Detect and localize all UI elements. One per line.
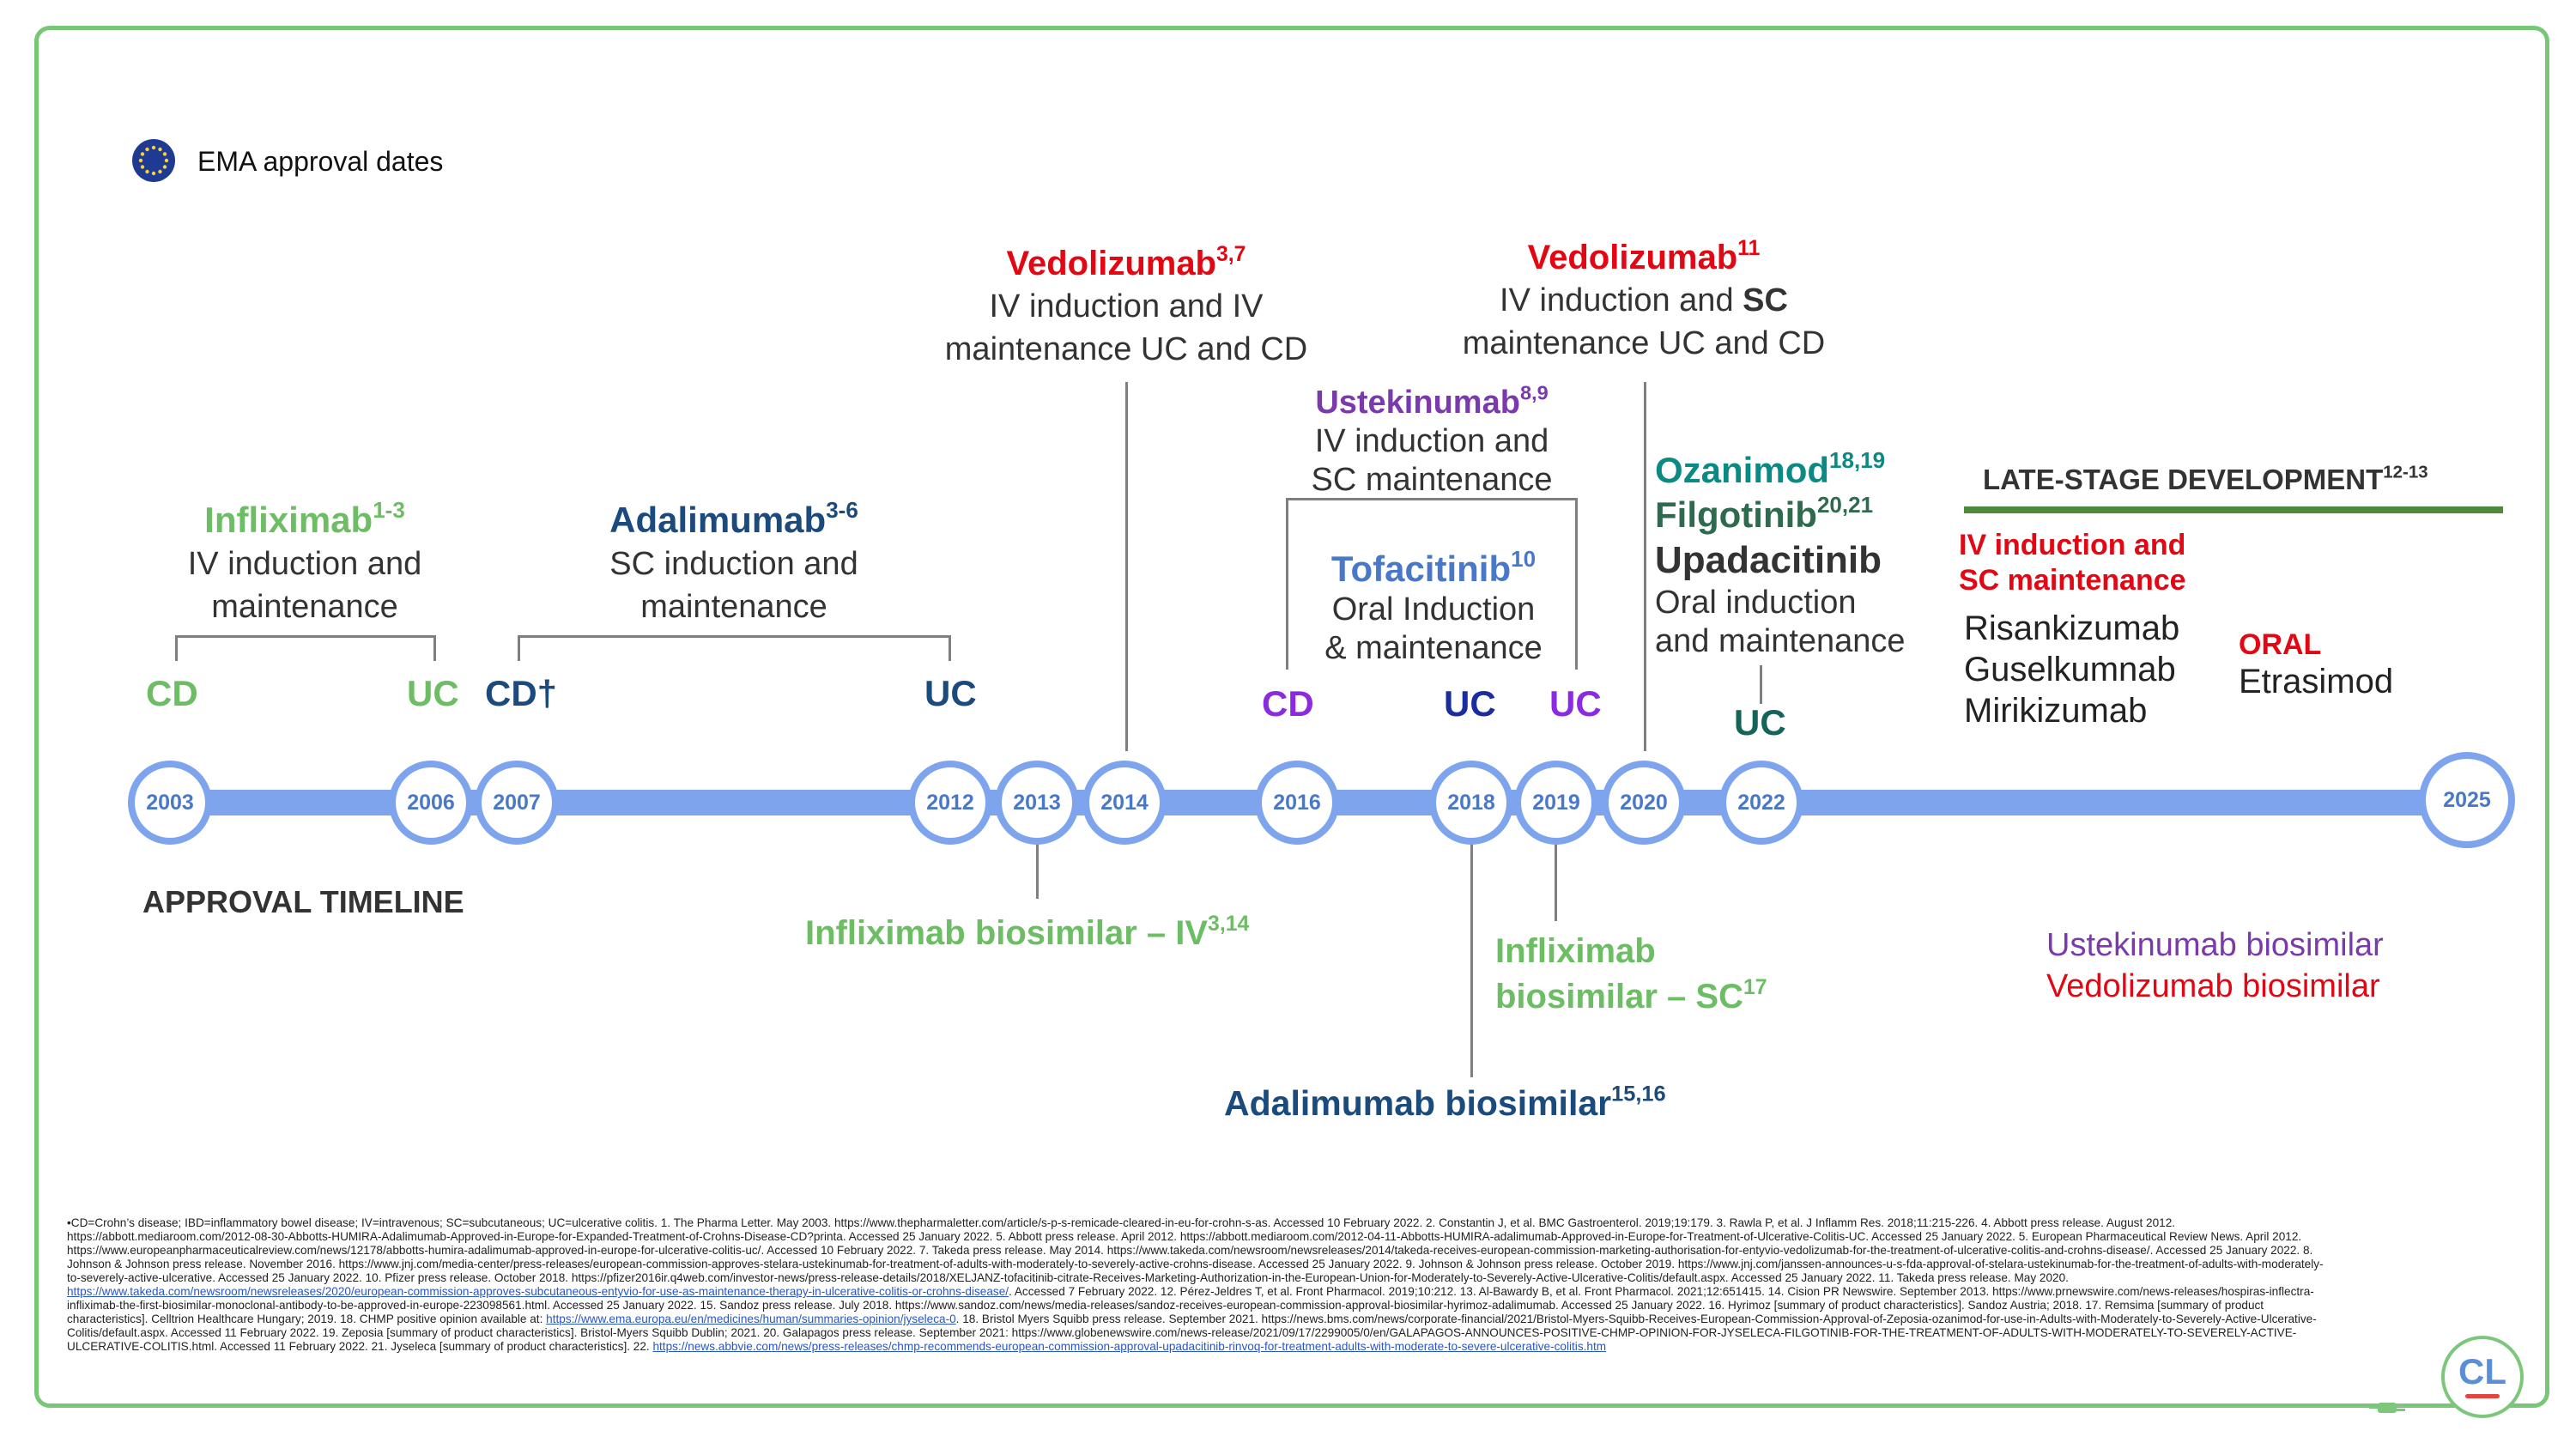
drug-name: Mirikizumab [1964, 692, 2148, 730]
year-2006: 2006 [389, 761, 473, 845]
tag-uc-2019: UC [1549, 683, 1602, 724]
reference-link[interactable]: https://news.abbvie.com/news/press-relea… [652, 1340, 1607, 1353]
refs: 17 [1743, 975, 1767, 999]
late-stage-underline [1964, 506, 2503, 513]
year-2025: 2025 [2419, 752, 2515, 848]
tag-cd-2003: CD [146, 673, 198, 713]
plug-icon [2369, 1399, 2421, 1416]
connector-upadacitinib [1760, 665, 1762, 704]
refs: 1-3 [373, 497, 405, 524]
ustekinumab-block: Ustekinumab8,9 IV induction and SC maint… [1260, 383, 1603, 500]
connector-biosimilar-2019 [1555, 837, 1557, 921]
description-line: maintenance UC and CD [1462, 325, 1826, 361]
drug-name: Vedolizumab [1527, 239, 1738, 276]
drug-name: Ozanimod [1655, 450, 1830, 490]
description-line: SC induction and [609, 546, 858, 582]
late-stage-iv-label: IV induction and SC maintenance [1959, 529, 2186, 597]
year-2003: 2003 [128, 761, 212, 845]
connector-vedolizumab-2020 [1644, 382, 1646, 751]
biosimilar-adalimumab: Adalimumab biosimilar15,16 [1224, 1082, 1666, 1123]
drug-name: Filgotinib [1655, 494, 1817, 535]
tag-uc-2006: UC [407, 673, 459, 713]
late-stage-oral-label: ORAL [2239, 628, 2322, 661]
logo-text: CL [2458, 1351, 2506, 1391]
drug-name: Tofacitinib [1330, 549, 1512, 589]
refs: 3,7 [1216, 242, 1246, 266]
refs: 3,14 [1208, 912, 1250, 936]
biosimilar-infliximab-sc: Infliximab biosimilar – SC17 [1495, 929, 1767, 1020]
tag-uc-2022: UC [1734, 702, 1786, 743]
refs: 12-13 [2383, 462, 2428, 482]
description-line: Oral induction [1655, 585, 1857, 621]
description-line: IV induction and IV [989, 288, 1264, 324]
description-line: IV induction and [187, 546, 422, 582]
drug-name: Etrasimod [2239, 663, 2394, 700]
refs: 15,16 [1611, 1082, 1666, 1106]
description-line: IV induction and [1314, 423, 1549, 459]
refs: 3-6 [826, 497, 858, 524]
tag-cd-2007: CD† [485, 673, 558, 713]
biosimilar-infliximab-iv: Infliximab biosimilar – IV3,14 [805, 912, 1250, 952]
drug-name: Adalimumab [609, 500, 827, 540]
refs: 11 [1737, 236, 1761, 260]
year-2019: 2019 [1514, 761, 1598, 845]
description-line: maintenance UC and CD [944, 331, 1308, 367]
description-line: SC maintenance [1311, 462, 1553, 498]
biosimilar-vedolizumab: Vedolizumab biosimilar [2046, 968, 2380, 1004]
year-2020: 2020 [1602, 761, 1686, 845]
drug-name: Vedolizumab [1006, 245, 1217, 282]
logo: CL [2441, 1336, 2524, 1418]
tag-uc-2018: UC [1444, 683, 1496, 724]
late-stage-title: LATE-STAGE DEVELOPMENT12-13 [1983, 462, 2428, 495]
year-2007: 2007 [475, 761, 559, 845]
year-2014: 2014 [1082, 761, 1167, 845]
year-2022: 2022 [1719, 761, 1803, 845]
logo-underline [2465, 1394, 2500, 1398]
drug-name: Ustekinumab [1315, 385, 1520, 421]
year-2018: 2018 [1429, 761, 1513, 845]
legend-label: EMA approval dates [197, 146, 444, 177]
year-2013: 2013 [995, 761, 1079, 845]
slide-frame [34, 26, 2549, 1408]
biosimilar-ustekinumab: Ustekinumab biosimilar [2046, 927, 2384, 963]
bracket-adalimumab [518, 635, 951, 638]
timeline-label: APPROVAL TIMELINE [142, 884, 464, 919]
refs: 20,21 [1816, 492, 1874, 518]
reference-link[interactable]: https://www.ema.europa.eu/en/medicines/h… [546, 1313, 956, 1325]
eu-flag-icon [131, 138, 176, 183]
drug-name: Infliximab [204, 500, 373, 540]
drug-name: Upadacitinib [1655, 539, 1882, 581]
reference-link[interactable]: https://www.takeda.com/newsroom/newsrele… [67, 1285, 1009, 1298]
tag-uc-2012: UC [924, 673, 977, 713]
bracket-ustekinumab [1286, 498, 1578, 500]
late-stage-iv-drugs: Risankizumab Guselkumnab Mirikizumab [1964, 608, 2179, 731]
jak-s1p-block: Ozanimod18,19 Filgotinib20,21 Upadacitin… [1655, 448, 1938, 661]
description-line: IV induction and [1500, 282, 1743, 318]
year-2012: 2012 [908, 761, 992, 845]
connector-biosimilar-2018 [1470, 837, 1473, 1077]
description-line: and maintenance [1655, 623, 1906, 659]
description-line: maintenance [640, 589, 827, 625]
refs: 10 [1511, 546, 1537, 573]
infliximab-block: Infliximab1-3 IV induction and maintenan… [129, 498, 481, 628]
tag-cd-2016: CD [1262, 683, 1314, 724]
vedolizumab-2020-block: Vedolizumab11 IV induction and SC mainte… [1429, 236, 1858, 365]
description-line: Oral Induction [1331, 591, 1536, 627]
description-line: & maintenance [1324, 630, 1543, 666]
references-footnote: •CD=Crohn’s disease; IBD=inflammatory bo… [67, 1216, 2324, 1353]
year-2016: 2016 [1255, 761, 1339, 845]
description-emphasis: SC [1743, 282, 1788, 318]
refs: 18,19 [1829, 447, 1886, 474]
tofacitinib-block: Tofacitinib10 Oral Induction & maintenan… [1305, 548, 1562, 668]
drug-name: Risankizumab [1964, 609, 2180, 647]
drug-name: Guselkumnab [1964, 651, 2176, 688]
connector-biosimilar-2013 [1036, 837, 1039, 899]
vedolizumab-2014-block: Vedolizumab3,7 IV induction and IV maint… [912, 242, 1341, 371]
refs: 8,9 [1519, 381, 1549, 404]
bracket-infliximab [175, 635, 436, 638]
adalimumab-block: Adalimumab3-6 SC induction and maintenan… [558, 498, 910, 628]
connector-vedolizumab-2014 [1125, 382, 1128, 751]
description-line: maintenance [211, 589, 398, 625]
